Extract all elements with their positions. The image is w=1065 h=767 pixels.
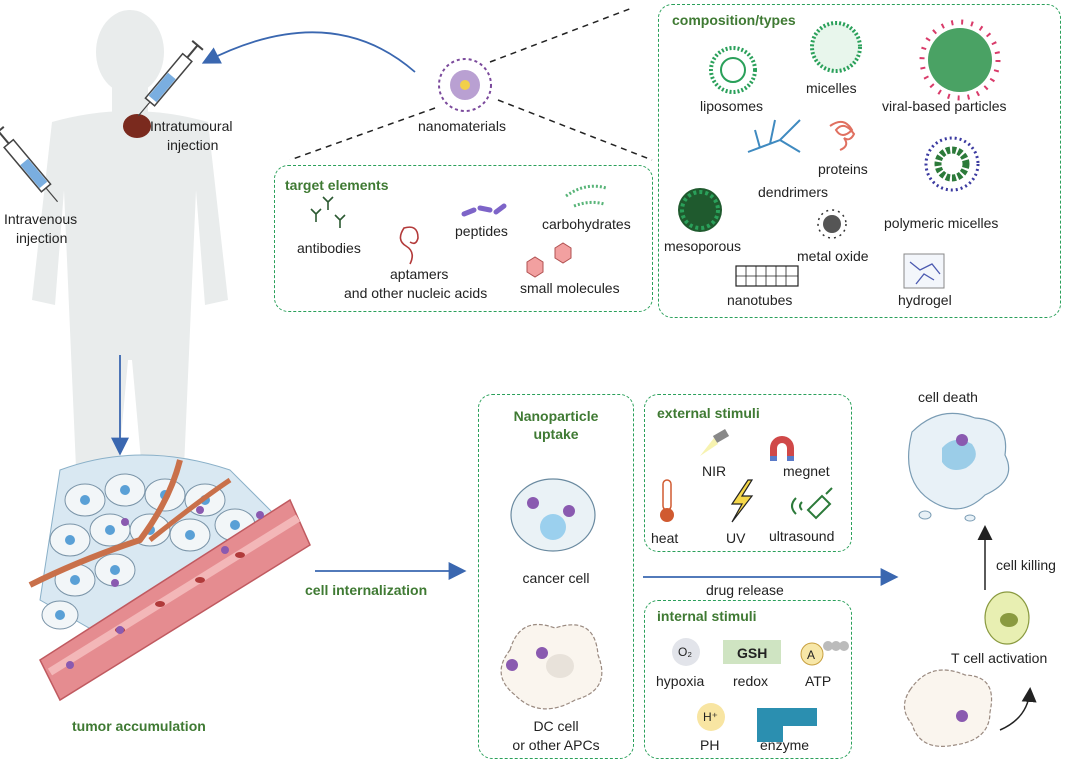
external-stimuli-box <box>644 394 852 552</box>
viral-particle-icon <box>919 19 1001 101</box>
dendrimer-icon <box>747 119 801 153</box>
aptamer-icon <box>399 226 419 265</box>
small-molecule-icon <box>526 242 572 278</box>
dc-cell-icon <box>500 623 603 710</box>
viral-particles-label: viral-based particles <box>882 98 1007 114</box>
dc-cell-label-2: or other APCs <box>512 737 600 753</box>
hypoxia-label: hypoxia <box>656 673 705 689</box>
internal-stimuli-box <box>644 600 852 759</box>
mesoporous-icon <box>678 188 722 232</box>
micelle-icon <box>810 21 862 73</box>
activation-arrow <box>999 687 1037 731</box>
polymeric-micelles-label: polymeric micelles <box>884 215 999 231</box>
nanoparticle-uptake-box <box>478 394 634 759</box>
uptake-title: Nanoparticle <box>513 408 599 424</box>
t-cell-icon <box>984 591 1030 645</box>
ultrasound-icon <box>791 487 833 520</box>
gsh-text: GSH <box>737 645 768 661</box>
intratumoural-label: Intratumoural <box>150 118 233 134</box>
aptamers-label: aptamers <box>390 266 449 282</box>
cancer-cell-icon <box>510 478 596 552</box>
liposomes-label: liposomes <box>700 98 764 114</box>
ph-label: PH <box>700 737 720 753</box>
peptide-icon <box>461 203 507 217</box>
heat-label: heat <box>651 530 679 546</box>
micelles-label: micelles <box>806 80 857 96</box>
apc-cell-icon <box>903 669 993 747</box>
composition-box <box>658 4 1061 318</box>
gsh-icon <box>723 640 781 664</box>
ultrasound-label: ultrasound <box>769 528 835 544</box>
internal-stimuli-title: internal stimuli <box>657 608 757 624</box>
uptake-title-2: uptake <box>533 426 579 442</box>
aptamers-label-2: and other nucleic acids <box>344 285 488 301</box>
arrow-to-injection <box>201 31 416 73</box>
o2-text: O₂ <box>678 645 692 659</box>
hydrogel-label: hydrogel <box>898 292 952 308</box>
lightning-icon <box>730 479 754 523</box>
external-stimuli-title: external stimuli <box>657 405 760 421</box>
intratumoural-label-2: injection <box>167 137 219 153</box>
proton-icon <box>697 703 725 731</box>
nanotubes-label: nanotubes <box>727 292 793 308</box>
target-elements-title: target elements <box>285 177 389 193</box>
tumor-tissue-illustration <box>28 454 311 702</box>
drug-release-label: drug release <box>706 582 784 598</box>
dc-cell-label: DC cell <box>533 718 579 734</box>
cell-internalization-label: cell internalization <box>305 582 428 598</box>
liposome-icon <box>709 46 757 94</box>
t-cell-activation-label: T cell activation <box>951 650 1048 666</box>
composition-title: composition/types <box>672 12 796 28</box>
atp-label: ATP <box>805 673 832 689</box>
uv-label: UV <box>726 530 746 546</box>
human-silhouette <box>32 10 228 560</box>
intravenous-label-2: injection <box>16 230 68 246</box>
magnet-icon <box>770 436 794 461</box>
nanomaterial-icon <box>438 58 492 112</box>
syringe-icon <box>137 40 204 117</box>
nanotube-icon <box>735 265 799 287</box>
proton-text: H⁺ <box>703 710 718 724</box>
dendrimers-label: dendrimers <box>758 184 829 200</box>
antibodies-label: antibodies <box>297 240 361 256</box>
intravenous-label: Intravenous <box>4 211 78 227</box>
enzyme-label: enzyme <box>760 737 810 753</box>
nir-label: NIR <box>702 463 727 479</box>
protein-icon <box>829 120 856 151</box>
metal-oxide-label: metal oxide <box>797 248 869 264</box>
cell-killing-label: cell killing <box>996 557 1056 573</box>
tumor-mark <box>123 114 151 138</box>
small-molecules-label: small molecules <box>520 280 620 296</box>
carbohydrate-icon <box>565 184 607 208</box>
cancer-cell-label: cancer cell <box>522 570 590 586</box>
tumor-accumulation-label: tumor accumulation <box>72 718 206 734</box>
megnet-label: megnet <box>783 463 830 479</box>
redox-label: redox <box>733 673 769 689</box>
syringe-icon <box>0 126 59 203</box>
atp-a-text: A <box>807 648 816 662</box>
target-elements-box <box>274 165 653 312</box>
enzyme-icon <box>757 708 817 742</box>
hydrogel-icon <box>903 253 945 289</box>
mesoporous-label: mesoporous <box>664 238 742 254</box>
polymeric-micelle-icon <box>924 136 980 192</box>
proteins-label: proteins <box>818 161 868 177</box>
nir-icon <box>700 429 730 456</box>
thermometer-icon <box>660 479 674 522</box>
nanomaterials-label: nanomaterials <box>418 118 506 134</box>
dead-cell-icon <box>908 412 1010 522</box>
peptides-label: peptides <box>455 223 508 239</box>
carbohydrates-label: carbohydrates <box>542 216 631 232</box>
atp-icon <box>800 641 849 666</box>
oxygen-icon <box>672 638 700 666</box>
metal-oxide-icon <box>817 209 847 239</box>
antibody-icon <box>310 196 346 228</box>
cell-death-label: cell death <box>918 389 978 405</box>
